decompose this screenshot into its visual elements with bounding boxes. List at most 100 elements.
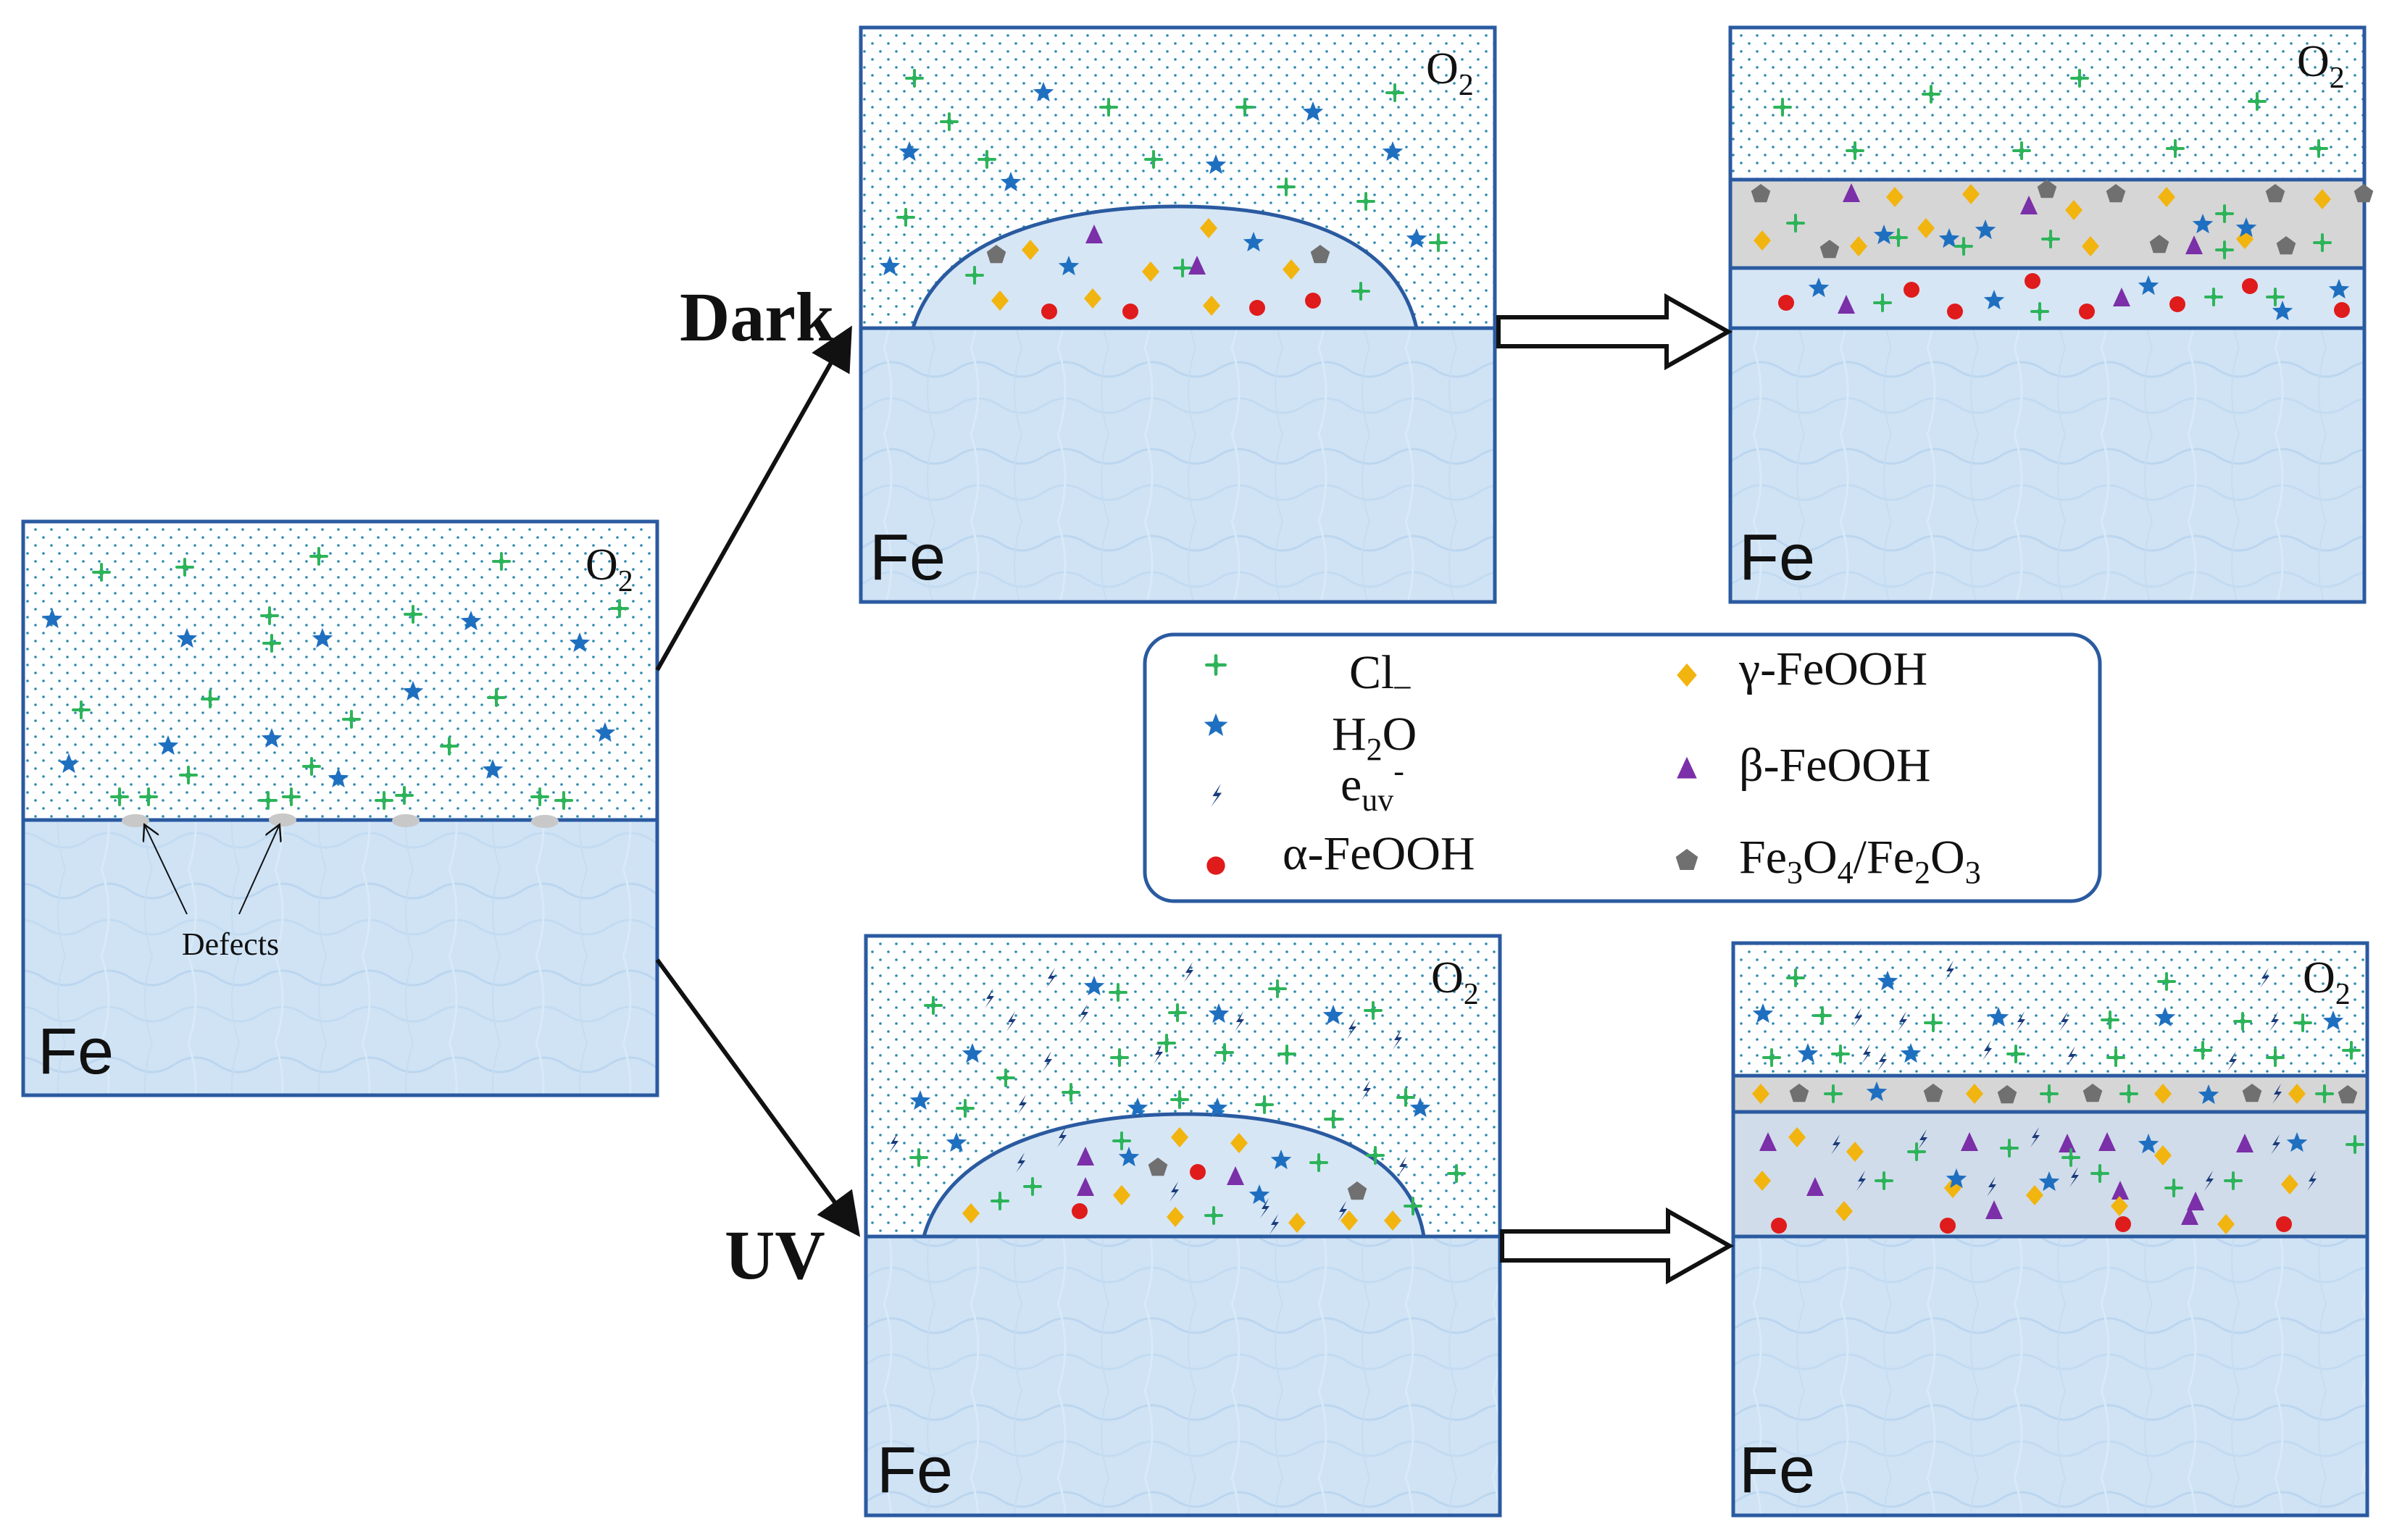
diamond-icon — [1754, 1171, 1771, 1191]
plus-icon — [530, 787, 549, 806]
plus-icon — [1204, 1206, 1223, 1225]
triangle-icon — [2185, 235, 2203, 254]
star-icon — [2328, 279, 2350, 299]
diamond-icon — [2154, 1084, 2172, 1104]
lightning-icon — [1006, 1011, 1016, 1031]
plus-icon — [940, 112, 959, 131]
dot-icon — [2242, 278, 2258, 294]
metal-label: Fe — [870, 522, 946, 594]
lightning-icon — [1398, 1156, 1407, 1176]
plus-icon — [342, 710, 361, 729]
legend-alpha-feooh: α-FeOOH — [1283, 827, 1475, 880]
star-icon — [594, 722, 616, 742]
plus-icon — [259, 791, 278, 810]
plus-icon — [2215, 240, 2234, 259]
panel-frame — [1731, 941, 2369, 1518]
triangle-icon — [2059, 1134, 2076, 1152]
star-icon — [879, 256, 901, 276]
plus-icon — [1762, 1048, 1781, 1067]
plus-icon — [1062, 1083, 1080, 1102]
plus-icon — [1157, 1034, 1176, 1053]
species-group — [879, 69, 1448, 319]
plus-icon — [1099, 98, 1118, 117]
legend-icons — [1204, 654, 1698, 875]
defect-site — [392, 814, 420, 827]
pentagon-icon — [1923, 1084, 1943, 1102]
pentagon-icon — [1148, 1158, 1168, 1176]
plus-icon — [2293, 1013, 2312, 1032]
plus-icon — [2090, 1164, 2109, 1183]
diamond-icon — [2026, 1185, 2043, 1205]
plus-icon — [492, 552, 511, 571]
pentagon-icon — [1751, 184, 1771, 203]
plus-icon — [1205, 654, 1227, 676]
metal-substrate — [1730, 328, 2364, 602]
dot-icon — [2169, 296, 2185, 312]
lightning-icon — [1853, 1008, 1862, 1028]
star-icon — [1988, 1007, 2009, 1027]
electrolyte-droplet — [921, 1112, 1426, 1239]
star-icon — [2235, 217, 2257, 238]
lightning-icon — [1017, 1095, 1027, 1115]
panel-frame — [864, 934, 1502, 1518]
lightning-icon — [2030, 1127, 2040, 1147]
panel-dark-layers: O2 Fe — [1728, 25, 2374, 604]
diamond-icon — [991, 290, 1009, 311]
plus-icon — [1429, 233, 1448, 252]
diamond-icon — [1384, 1210, 1401, 1231]
plus-icon — [1144, 150, 1163, 169]
metal-substrate — [1733, 1236, 2367, 1515]
solution-region — [1730, 28, 2364, 180]
plus-icon — [487, 688, 506, 707]
plus-icon — [1356, 192, 1375, 211]
plus-icon — [2000, 1139, 2019, 1158]
triangle-icon — [2187, 1192, 2204, 1210]
panel-uv-layers: O2 Fe — [1731, 941, 2369, 1518]
plus-icon — [1173, 259, 1192, 277]
star-icon — [1808, 277, 1830, 298]
pentagon-icon — [2149, 235, 2169, 254]
plus-icon — [260, 606, 279, 625]
lightning-icon — [1831, 1134, 1840, 1155]
plus-icon — [395, 786, 414, 805]
star-icon — [1083, 976, 1105, 996]
diamond-icon — [2288, 1084, 2306, 1104]
triangle-icon — [1227, 1166, 1244, 1185]
dot-icon — [1041, 304, 1057, 319]
plus-icon — [302, 757, 321, 776]
star-icon — [569, 632, 591, 653]
arrow-icon — [655, 958, 861, 1237]
triangle-icon — [1077, 1147, 1094, 1166]
diamond-icon — [1167, 1207, 1184, 1227]
diamond-icon — [1200, 218, 1217, 238]
plus-icon — [1277, 177, 1296, 196]
diamond-icon — [1788, 1127, 1806, 1147]
star-icon — [1208, 1003, 1230, 1024]
lightning-icon — [1945, 961, 1954, 981]
triangle-icon — [2181, 1206, 2198, 1225]
star-icon — [41, 608, 63, 629]
plus-icon — [1831, 1045, 1850, 1063]
legend-beta-feooh: β-FeOOH — [1739, 739, 1931, 792]
plus-icon — [1773, 98, 1792, 117]
plus-icon — [956, 1099, 975, 1118]
pentagon-icon — [1819, 240, 1840, 259]
plus-icon — [309, 547, 328, 566]
plus-icon — [404, 605, 422, 624]
plus-icon — [201, 690, 220, 708]
triangle-icon — [1188, 256, 1206, 275]
star-icon — [1938, 228, 1960, 248]
path-arrows: Dark UV — [655, 278, 1735, 1294]
plus-icon — [1235, 98, 1254, 117]
triangle-icon — [1961, 1132, 1978, 1151]
diamond-icon — [1203, 296, 1220, 316]
diamond-icon — [2158, 187, 2175, 207]
plus-icon — [1255, 1095, 1274, 1114]
plus-icon — [2315, 1084, 2334, 1103]
pentagon-icon — [2353, 184, 2374, 203]
plus-icon — [1170, 1090, 1189, 1109]
plus-icon — [1364, 1001, 1383, 1020]
inner-rust-layer — [1730, 268, 2364, 328]
star-icon — [328, 768, 349, 788]
pentagon-icon — [1789, 1084, 1809, 1102]
